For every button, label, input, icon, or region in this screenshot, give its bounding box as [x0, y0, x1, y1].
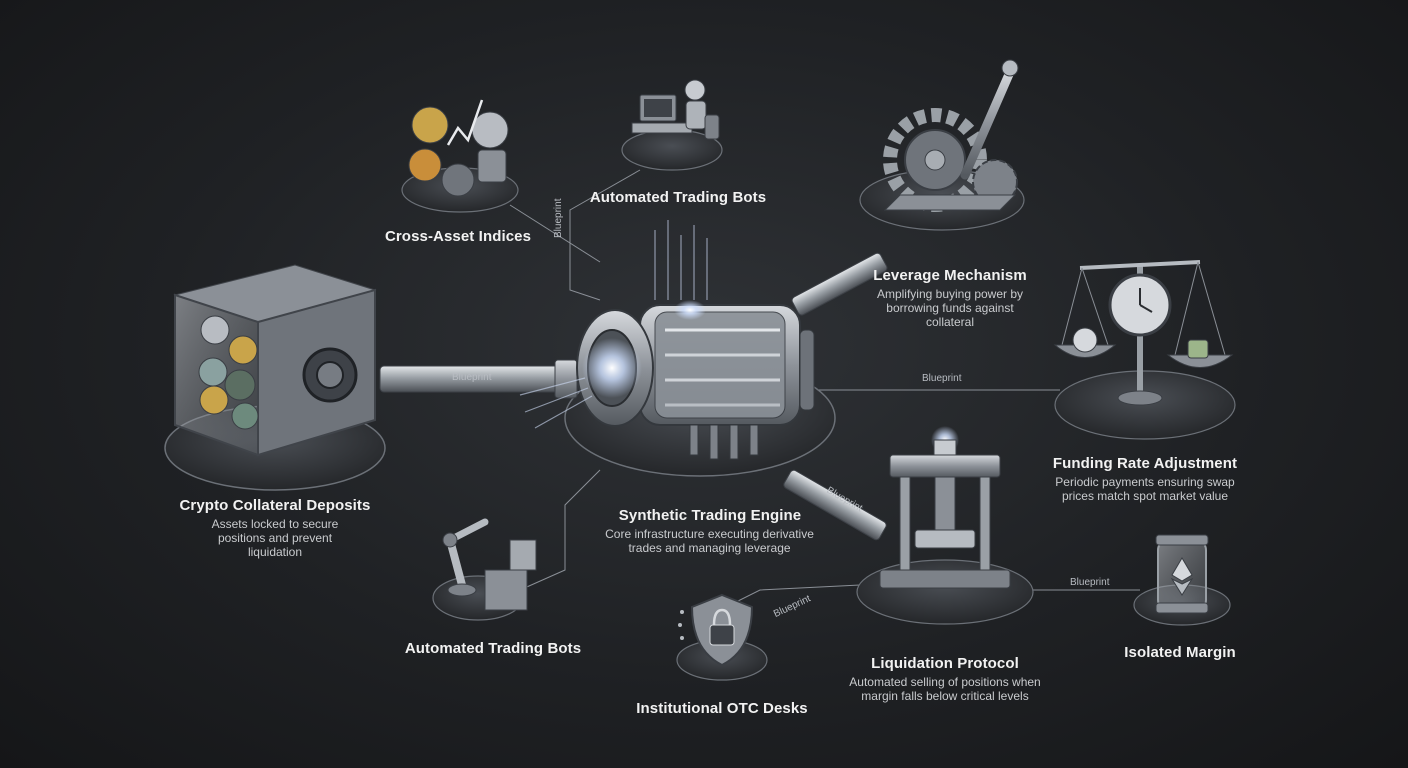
node-indices: Cross-Asset Indices — [378, 228, 538, 245]
node-title: Isolated Margin — [1110, 644, 1250, 661]
edge-label-isolated: Blueprint — [1070, 577, 1109, 588]
node-engine: Synthetic Trading Engine Core infrastruc… — [595, 507, 825, 555]
node-title: Cross-Asset Indices — [378, 228, 538, 245]
node-bots-top: Automated Trading Bots — [588, 189, 768, 206]
node-title: Leverage Mechanism — [860, 267, 1040, 284]
node-title: Institutional OTC Desks — [632, 700, 812, 717]
node-desc: Amplifying buying power by borrowing fun… — [870, 287, 1030, 329]
node-desc: Core infrastructure executing derivative… — [597, 527, 822, 555]
node-title: Automated Trading Bots — [588, 189, 768, 206]
line-engine-bots-bottom — [520, 470, 600, 590]
node-funding: Funding Rate Adjustment Periodic payment… — [1040, 455, 1250, 503]
node-title: Funding Rate Adjustment — [1040, 455, 1250, 472]
node-leverage: Leverage Mechanism Amplifying buying pow… — [860, 267, 1040, 329]
node-desc: Periodic payments ensuring swap prices m… — [1045, 475, 1245, 503]
robot-computer-icon — [632, 80, 719, 139]
edge-label-funding: Blueprint — [922, 373, 961, 384]
node-desc: Automated selling of positions when marg… — [840, 675, 1050, 703]
node-title: Liquidation Protocol — [840, 655, 1050, 672]
node-isolated: Isolated Margin — [1110, 644, 1250, 661]
capsule-icon — [1156, 535, 1208, 613]
node-title: Automated Trading Bots — [403, 640, 583, 657]
edge-label-bots-top: Blueprint — [553, 199, 564, 238]
node-title: Synthetic Trading Engine — [595, 507, 825, 524]
node-collateral: Crypto Collateral Deposits Assets locked… — [160, 497, 390, 559]
engine-icon — [520, 220, 814, 459]
node-desc: Assets locked to secure positions and pr… — [190, 517, 360, 559]
node-otc: Institutional OTC Desks — [632, 700, 812, 717]
edge-label-pipe: Blueprint — [452, 372, 491, 383]
node-bots-bottom: Automated Trading Bots — [403, 640, 583, 657]
node-title: Crypto Collateral Deposits — [160, 497, 390, 514]
node-liquidation: Liquidation Protocol Automated selling o… — [840, 655, 1050, 703]
vault-icon — [175, 265, 375, 455]
